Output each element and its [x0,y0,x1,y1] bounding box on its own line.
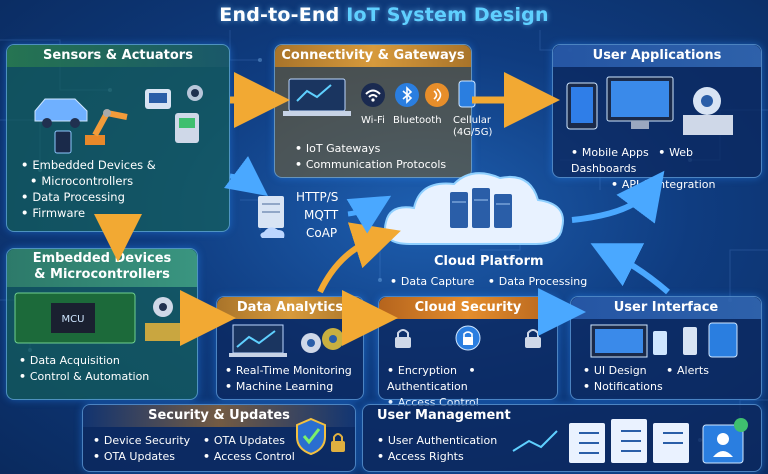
cellular-phone-icon [458,80,476,108]
updates-panel: Security & Updates Device Security OTA U… [82,404,356,472]
checklist-icon [569,419,689,463]
arrow-ui-to-cloud [590,243,670,295]
shield-check-icon [296,417,326,456]
connectivity-list: IoT Gateways Communication Protocols [295,141,446,173]
list-item-continued: Microcontrollers [21,173,156,189]
svg-text:MCU: MCU [62,314,85,325]
signal-icon [425,83,449,107]
sensors-panel: Sensors & Actuators Embedded Devices & M… [6,44,230,232]
list-item: Data Acquisition [19,353,149,369]
sensors-title: Sensors & Actuators [7,45,229,67]
list-item: Access Control [203,449,295,465]
tablet-icon [566,82,598,130]
ui-panel: User Interface UI Design Alerts Notifica… [570,296,762,400]
protocol-https: HTTP/S [296,190,339,204]
ui-list: UI Design Alerts Notifications [583,363,709,395]
monitor-icon [606,76,674,129]
list-item: OTA Updates [93,449,190,465]
cloud-list: Data Capture Data Processing [390,274,587,290]
sensor-device-icon [145,89,171,109]
updates-list-right: OTA Updates Access Control [203,433,295,465]
connectivity-title: Connectivity & Gateways [275,45,471,67]
list-item: User Authentication [377,433,497,449]
arrow-cloud-to-apps [571,170,665,224]
analytics-panel: Data Analytics Real-Time Monitoring Mach… [216,296,364,400]
list-item: OTA Updates [203,433,295,449]
list-item: Control & Automation [19,369,149,385]
arrow-protocols-to-cloud [346,195,392,234]
list-item: Data Capture [390,275,474,288]
analytics-title: Data Analytics [217,297,363,319]
sensors-illustration [34,85,203,154]
embedded-panel: Embedded Devices& Microcontrollers MCU D… [6,248,198,400]
laptop-icon [683,115,733,135]
circuit-board-icon: MCU [14,292,185,344]
list-item: Alerts [666,364,709,377]
list-item: Communication Protocols [295,157,446,173]
padlock-icon [331,433,345,452]
wifi-label: Wi-Fi [361,115,385,126]
list-item: UI Design [583,364,647,377]
cellular-label: Cellular [453,115,492,126]
ui-devices-icon [590,322,738,358]
arrow-analytics-to-cloud [317,222,401,294]
gears-icon [301,328,344,353]
bluetooth-icon [395,83,419,107]
phone-icon [54,130,72,154]
lock-icon [395,329,411,348]
arrow-sensors-to-protocols [224,156,269,196]
car-icon [34,98,88,128]
bluetooth-label: Bluetooth [393,115,442,126]
user-mgmt-panel: User Management User Authentication Acce… [362,404,762,472]
list-item: Embedded Devices & [21,157,155,173]
list-item: Notifications [583,379,709,395]
user-apps-panel: User Applications Mobile Apps Web Dashbo… [552,44,762,191]
meter-icon [175,113,199,143]
security-panel: Cloud Security Encryption Authentication… [378,296,558,409]
ui-title: User Interface [571,297,761,319]
updates-title: Security & Updates [83,405,355,427]
camera-icon [187,85,203,101]
padlock-shield-icon [455,325,481,351]
user-mgmt-list: User Authentication Access Rights [377,433,497,465]
checklist-illustration [512,418,748,464]
gear-icon [693,87,721,115]
list-item: Firmware [21,205,156,221]
sensors-list: Embedded Devices & Microcontrollers Data… [21,157,156,221]
list-item: Encryption [387,364,457,377]
list-item: Mobile Apps [571,146,649,159]
user-mgmt-title: User Management [377,408,511,423]
page-title: End-to-End IoT System Design [219,4,549,26]
cellular-sub-label: (4G/5G) [453,127,493,138]
embedded-list: Data Acquisition Control & Automation [19,353,149,385]
devices-illustration [566,76,733,135]
list-item: Access Rights [377,449,497,465]
list-item: Data Processing [21,189,156,205]
updates-list-left: Device Security OTA Updates [93,433,190,465]
protocol-coap: CoAP [306,226,338,240]
analytics-list: Real-Time Monitoring Machine Learning [225,363,352,395]
connectivity-panel: Connectivity & Gateways Wi-Fi Bluetooth … [274,44,492,178]
list-item: Data Processing [488,275,587,288]
security-title: Cloud Security [379,297,557,319]
user-apps-title: User Applications [553,45,761,67]
list-item: Device Security [93,433,190,449]
laptop-icon [283,78,351,116]
robot-arm-icon [85,109,128,145]
cloud-title: Cloud Platform [434,254,544,269]
list-item: IoT Gateways [295,141,446,157]
list-item: Real-Time Monitoring [225,363,352,379]
list-item: Machine Learning [225,379,352,395]
protocol-mqtt: MQTT [304,208,339,222]
lock-icon-2 [525,329,541,348]
wifi-icon [361,83,385,107]
user-badge-icon [702,418,748,464]
server-icon [258,196,285,238]
